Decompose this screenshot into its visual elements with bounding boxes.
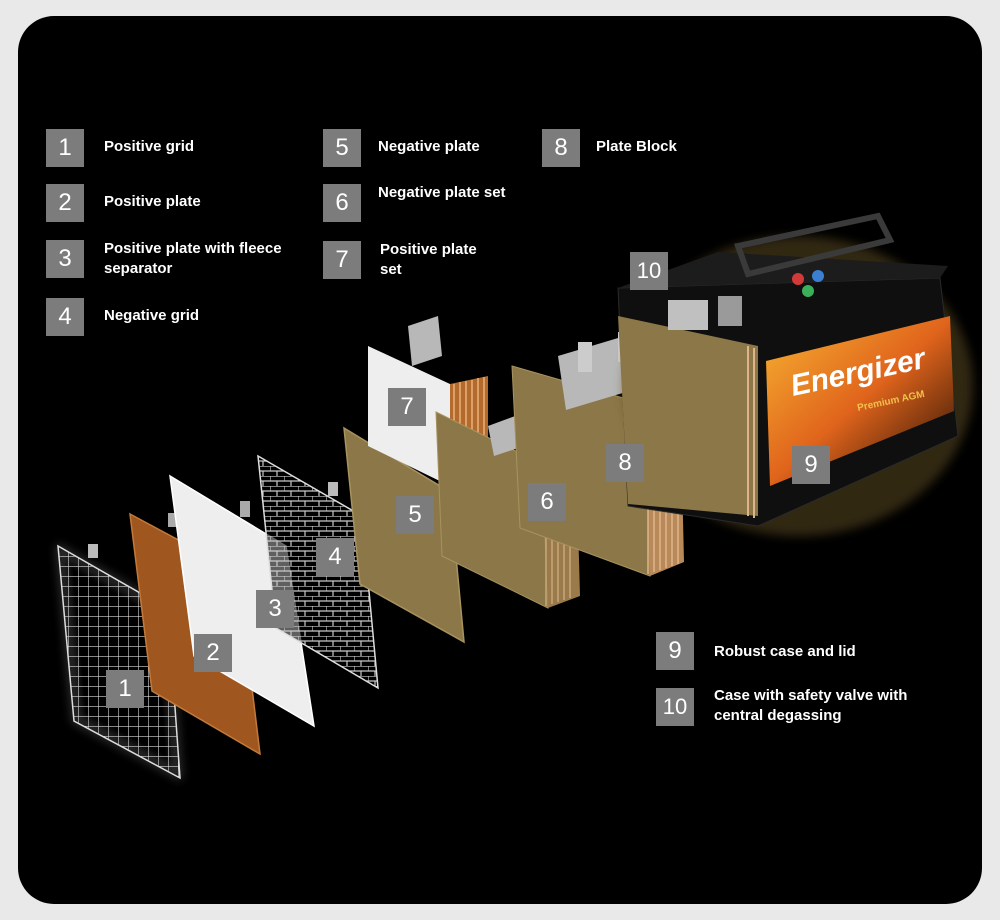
callout-9: 9	[792, 446, 830, 484]
callout-3: 3	[256, 590, 294, 628]
legend-badge-4: 4	[46, 298, 84, 336]
diagram-panel: Energizer Premium AGM 1 Positive grid 2 …	[18, 16, 982, 904]
battery-case-part: Energizer Premium AGM	[617, 212, 973, 536]
legend-badge-10: 10	[656, 688, 694, 726]
callout-6: 6	[528, 483, 566, 521]
legend-label-negative-plate-set: Negative plate set	[378, 184, 506, 201]
callout-5: 5	[396, 496, 434, 534]
positive-plate-fleece-part	[169, 474, 315, 728]
legend-badge-2: 2	[46, 184, 84, 222]
legend-badge-1: 1	[46, 129, 84, 167]
legend-label-robust-case: Robust case and lid	[714, 643, 856, 660]
legend-badge-7: 7	[323, 241, 361, 279]
legend-label-positive-plate: Positive plate	[104, 193, 201, 210]
callout-1: 1	[106, 670, 144, 708]
callout-7: 7	[388, 388, 426, 426]
callout-10: 10	[630, 252, 668, 290]
callout-4: 4	[316, 538, 354, 576]
legend-label-positive-plate-set: Positive plate set	[380, 241, 477, 278]
legend-label-plate-block: Plate Block	[596, 138, 677, 155]
legend-badge-3: 3	[46, 240, 84, 278]
legend-badge-5: 5	[323, 129, 361, 167]
legend-label-negative-grid: Negative grid	[104, 307, 200, 324]
callout-2: 2	[194, 634, 232, 672]
legend-label-negative-plate: Negative plate	[378, 138, 480, 155]
legend-label-safety-valve: Case with safety valve with central dega…	[714, 687, 908, 724]
callout-8: 8	[606, 444, 644, 482]
legend-badge-6: 6	[323, 184, 361, 222]
legend-badge-8: 8	[542, 129, 580, 167]
legend-badge-9: 9	[656, 632, 694, 670]
legend-label-positive-grid: Positive grid	[104, 138, 195, 155]
legend-label-positive-plate-fleece: Positive plate with fleece separator	[104, 240, 282, 277]
